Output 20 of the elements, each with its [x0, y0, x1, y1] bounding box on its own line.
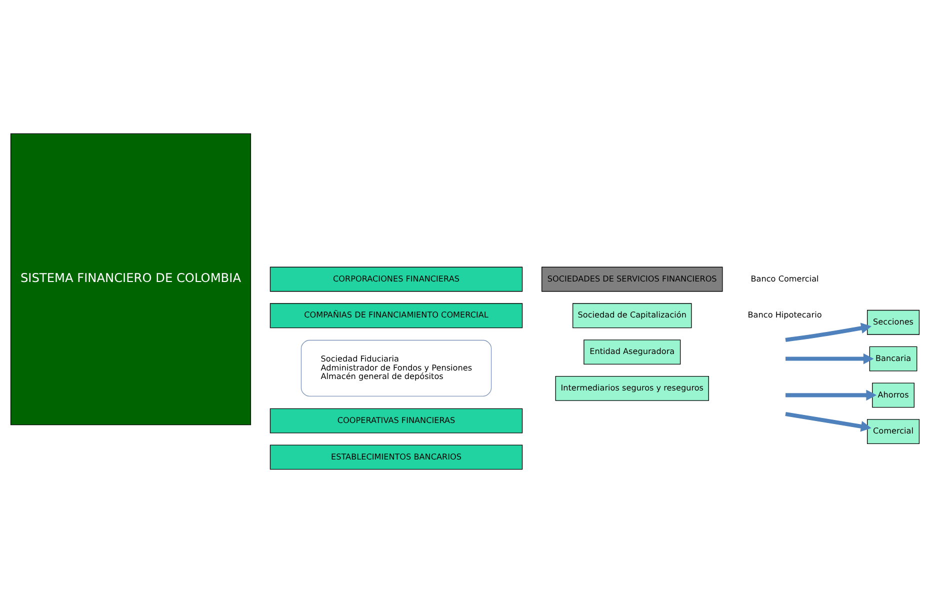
- label: Banco Hipotecario: [748, 309, 822, 320]
- node-box: SISTEMA FINANCIERO DE COLOMBIA: [10, 132, 252, 425]
- arrow: [785, 412, 872, 432]
- arrow: [786, 352, 874, 364]
- node-box: Ahorros: [872, 382, 914, 408]
- arrow: [785, 322, 872, 342]
- node-box: Sociedad de Capitalización: [572, 302, 692, 328]
- node-box: Sociedad Fiduciaria Administrador de Fondos y Pensiones Almacén general de depósitos: [300, 339, 492, 396]
- node-box: COMPAÑIAS DE FINANCIAMIENTO COMERCIAL: [270, 302, 523, 328]
- node-box: ESTABLECIMIENTOS BANCARIOS: [270, 444, 523, 470]
- node-box: Comercial: [866, 418, 920, 444]
- label: Banco Comercial: [750, 272, 819, 283]
- node-box: Secciones: [866, 309, 920, 334]
- node-box: COOPERATIVAS FINANCIERAS: [270, 408, 523, 433]
- node-box: SOCIEDADES DE SERVICIOS FINANCIEROS: [541, 266, 723, 292]
- node-box: Bancaria: [869, 346, 918, 371]
- node-box: Intermediarios seguros y reseguros: [555, 375, 709, 400]
- node-box: Entidad Aseguradora: [584, 339, 681, 364]
- node-box: CORPORACIONES FINANCIERAS: [270, 266, 523, 292]
- arrow: [786, 389, 877, 400]
